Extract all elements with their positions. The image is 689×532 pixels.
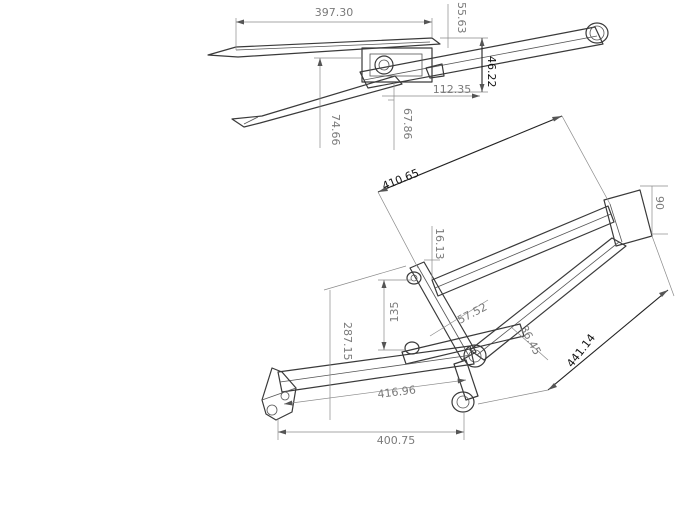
side-view-seat-tube: [409, 261, 477, 361]
side-view-strut: [451, 359, 479, 413]
top-view-upper-stay: [207, 37, 441, 58]
side-view-chain-stay: [277, 345, 475, 393]
dimension-text: 74.66: [329, 114, 342, 146]
dimension-287-15: 287.15: [323, 265, 407, 420]
dimension-text: 410.65: [380, 166, 421, 192]
dimension-74-66: 74.66: [314, 57, 362, 148]
dimension-text: 135: [388, 302, 401, 323]
side-view-down-tube: [469, 237, 627, 361]
top-view: 397.30 55.63 46.22 112.35 67.86: [207, 2, 609, 150]
side-view-rear-dropout: [261, 367, 297, 421]
side-view-top-pivot: [406, 271, 422, 285]
dimension-text: 46.22: [485, 56, 498, 88]
top-view-lower-stay: [231, 75, 403, 128]
dimension-text: 400.75: [377, 434, 416, 447]
top-view-head-tube: [585, 22, 609, 44]
dimension-text: 36.45: [517, 323, 543, 357]
dimension-16-13: 16.13: [424, 226, 446, 280]
dimension-text: 441.14: [564, 332, 598, 370]
dimension-text: 112.35: [433, 83, 472, 96]
dimension-400-75: 400.75: [277, 412, 465, 447]
side-view-seat-stay: [401, 323, 525, 365]
dimension-67-86: 67.86: [388, 82, 414, 150]
dimension-135: 135: [378, 279, 412, 351]
dimension-text: 55.63: [455, 2, 468, 34]
dimension-text: 287.15: [341, 322, 354, 361]
dimension-397-30: 397.30: [235, 6, 433, 50]
side-view-head-tube: [603, 189, 653, 247]
side-view: 410.65 90 16.13 57.52 135: [261, 115, 675, 447]
dimension-text: 57.52: [455, 300, 489, 326]
dimension-416-96: 416.96: [283, 378, 467, 406]
dimension-text: 67.86: [401, 108, 414, 140]
side-view-top-tube: [431, 205, 615, 297]
top-view-bracket: [361, 47, 445, 83]
dimension-36-45: 36.45: [509, 323, 549, 361]
dimension-text: 16.13: [433, 228, 446, 260]
top-view-main-tube: [359, 26, 604, 89]
dimension-55-63: 55.63: [447, 2, 468, 48]
dimension-text: 90: [653, 196, 666, 210]
dimension-text: 397.30: [315, 6, 354, 19]
dimension-90: 90: [640, 185, 668, 235]
dimension-text: 416.96: [377, 383, 417, 401]
dimension-46-22: 46.22: [440, 37, 498, 93]
dimension-112-35: 112.35: [382, 83, 480, 99]
